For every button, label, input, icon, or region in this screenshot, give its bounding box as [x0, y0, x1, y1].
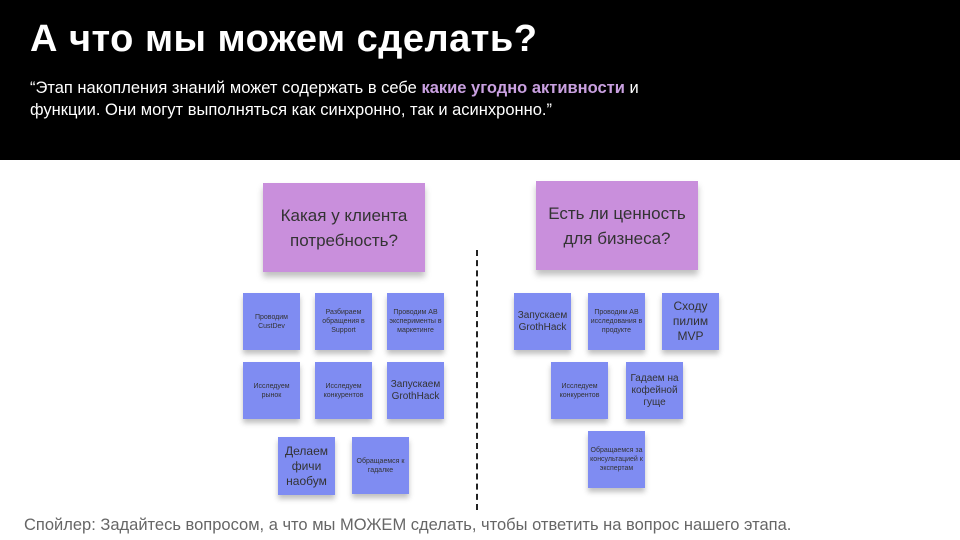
quote-text: “Этап накопления знаний может содержать …	[30, 77, 670, 121]
quote-part: и функции. Они могут выполняться как син…	[30, 79, 639, 119]
slide-title: А что мы можем сделать?	[30, 18, 538, 60]
sticky-note: Исследуем рынок	[243, 362, 300, 419]
footer-spoiler: Спойлер: Задайтесь вопросом, а что мы МО…	[24, 516, 792, 534]
sticky-note: Запускаем GrothHack	[387, 362, 444, 419]
sticky-note: Обращаемся за консультацией к экспертам	[588, 431, 645, 488]
sticky-note: Исследуем конкурентов	[315, 362, 372, 419]
quote-highlight: какие угодно активности	[421, 79, 625, 97]
header-banner: А что мы можем сделать? “Этап накопления…	[0, 0, 960, 160]
sticky-note: Проводим AB исследования в продукте	[588, 293, 645, 350]
sticky-note: Запускаем GrothHack	[514, 293, 571, 350]
sticky-note: Проводим AB эксперименты в маркетинге	[387, 293, 444, 350]
sticky-note: Обращаемся к гадалке	[352, 437, 409, 494]
quote-part: “Этап накопления знаний может содержать …	[30, 79, 422, 97]
sticky-note: Исследуем конкурентов	[551, 362, 608, 419]
sticky-heading-right: Есть ли ценность для бизнеса?	[536, 181, 698, 270]
sticky-note: Разбираем обращения в Support	[315, 293, 372, 350]
sticky-heading-left: Какая у клиента потребность?	[263, 183, 425, 272]
sticky-note: Проводим CustDev	[243, 293, 300, 350]
sticky-note: Делаем фичи наобум	[278, 437, 335, 495]
sticky-note: Гадаем на кофейной гуще	[626, 362, 683, 419]
dashed-divider	[476, 250, 478, 510]
sticky-note: Сходу пилим MVP	[662, 293, 719, 350]
